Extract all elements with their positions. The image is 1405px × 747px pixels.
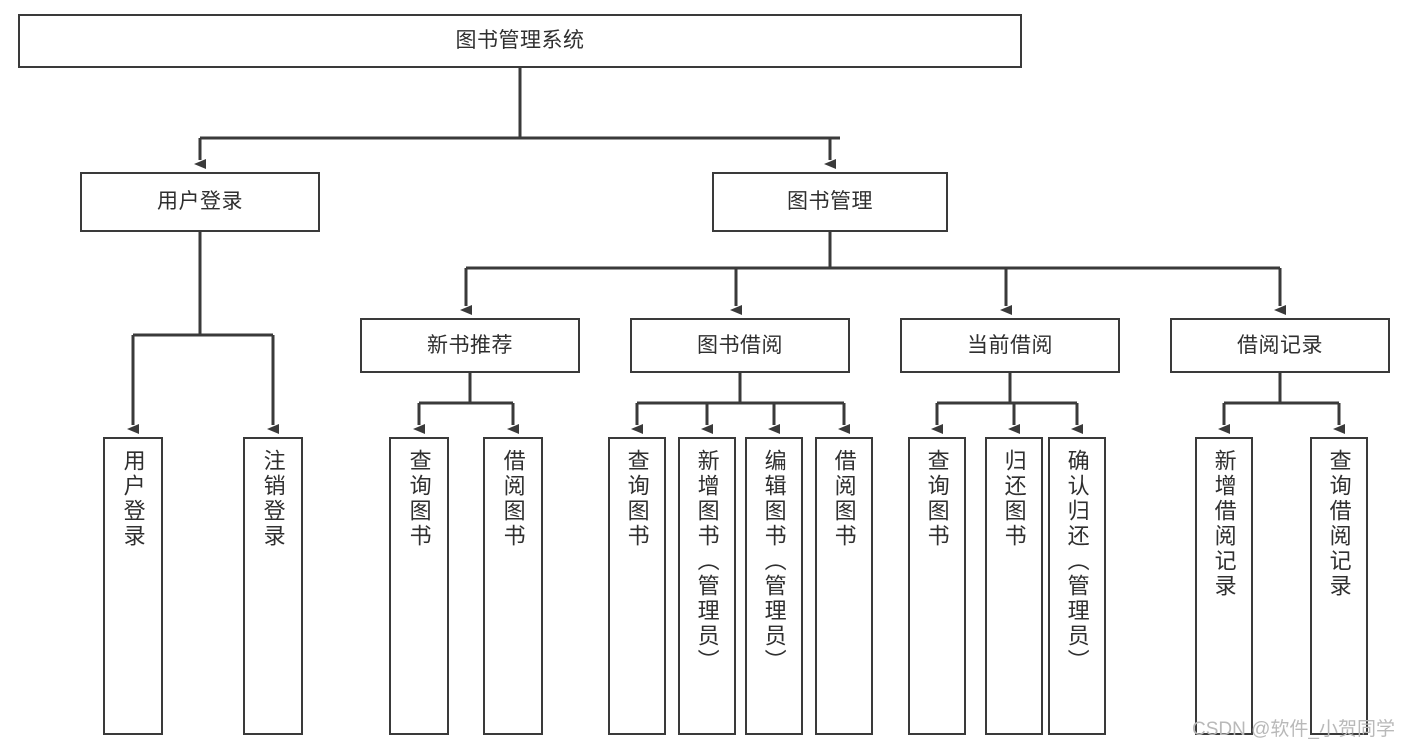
node-leaf-return-book[interactable]: 归还图书 <box>985 437 1043 735</box>
node-root-label: 图书管理系统 <box>455 29 585 53</box>
node-leaf-add-borrow-record-label: 新增借阅记录 <box>1211 449 1237 599</box>
node-root[interactable]: 图书管理系统 <box>18 14 1022 68</box>
node-leaf-borrow-book-label: 借阅图书 <box>831 449 857 549</box>
node-leaf-return-book-label: 归还图书 <box>1001 449 1027 549</box>
node-book-manage-label: 图书管理 <box>787 190 873 214</box>
node-borrow-record[interactable]: 借阅记录 <box>1170 318 1390 373</box>
node-leaf-borrow-book-rec-label: 借阅图书 <box>500 449 526 549</box>
node-borrow-record-label: 借阅记录 <box>1237 333 1323 357</box>
node-leaf-query-book-rec-label: 查询图书 <box>406 449 432 549</box>
node-leaf-query-borrow-record[interactable]: 查询借阅记录 <box>1310 437 1368 735</box>
node-leaf-logout-label: 注销登录 <box>260 449 286 549</box>
node-leaf-confirm-return[interactable]: 确认归还（管理员） <box>1048 437 1106 735</box>
node-leaf-add-book[interactable]: 新增图书（管理员） <box>678 437 736 735</box>
node-leaf-user-login-label: 用户登录 <box>120 449 146 549</box>
node-leaf-query-book-rec[interactable]: 查询图书 <box>389 437 449 735</box>
node-book-borrow[interactable]: 图书借阅 <box>630 318 850 373</box>
node-leaf-query-book-current-label: 查询图书 <box>924 449 950 549</box>
node-leaf-edit-book-label: 编辑图书（管理员） <box>761 449 787 674</box>
node-leaf-borrow-book[interactable]: 借阅图书 <box>815 437 873 735</box>
node-new-book-recommend-label: 新书推荐 <box>427 333 513 357</box>
node-leaf-logout[interactable]: 注销登录 <box>243 437 303 735</box>
node-leaf-borrow-book-rec[interactable]: 借阅图书 <box>483 437 543 735</box>
node-current-borrow-label: 当前借阅 <box>967 333 1053 357</box>
node-leaf-query-book-borrow-label: 查询图书 <box>624 449 650 549</box>
node-user-login-label: 用户登录 <box>157 190 243 214</box>
node-new-book-recommend[interactable]: 新书推荐 <box>360 318 580 373</box>
node-user-login[interactable]: 用户登录 <box>80 172 320 232</box>
node-leaf-edit-book[interactable]: 编辑图书（管理员） <box>745 437 803 735</box>
node-leaf-query-book-borrow[interactable]: 查询图书 <box>608 437 666 735</box>
node-leaf-confirm-return-label: 确认归还（管理员） <box>1064 449 1090 674</box>
node-leaf-user-login[interactable]: 用户登录 <box>103 437 163 735</box>
node-leaf-query-book-current[interactable]: 查询图书 <box>908 437 966 735</box>
node-current-borrow[interactable]: 当前借阅 <box>900 318 1120 373</box>
node-leaf-add-borrow-record[interactable]: 新增借阅记录 <box>1195 437 1253 735</box>
node-book-borrow-label: 图书借阅 <box>697 333 783 357</box>
node-leaf-query-borrow-record-label: 查询借阅记录 <box>1326 449 1352 599</box>
node-book-manage[interactable]: 图书管理 <box>712 172 948 232</box>
node-leaf-add-book-label: 新增图书（管理员） <box>694 449 720 674</box>
csdn-watermark: CSDN @软件_小贺同学 <box>1192 719 1395 740</box>
